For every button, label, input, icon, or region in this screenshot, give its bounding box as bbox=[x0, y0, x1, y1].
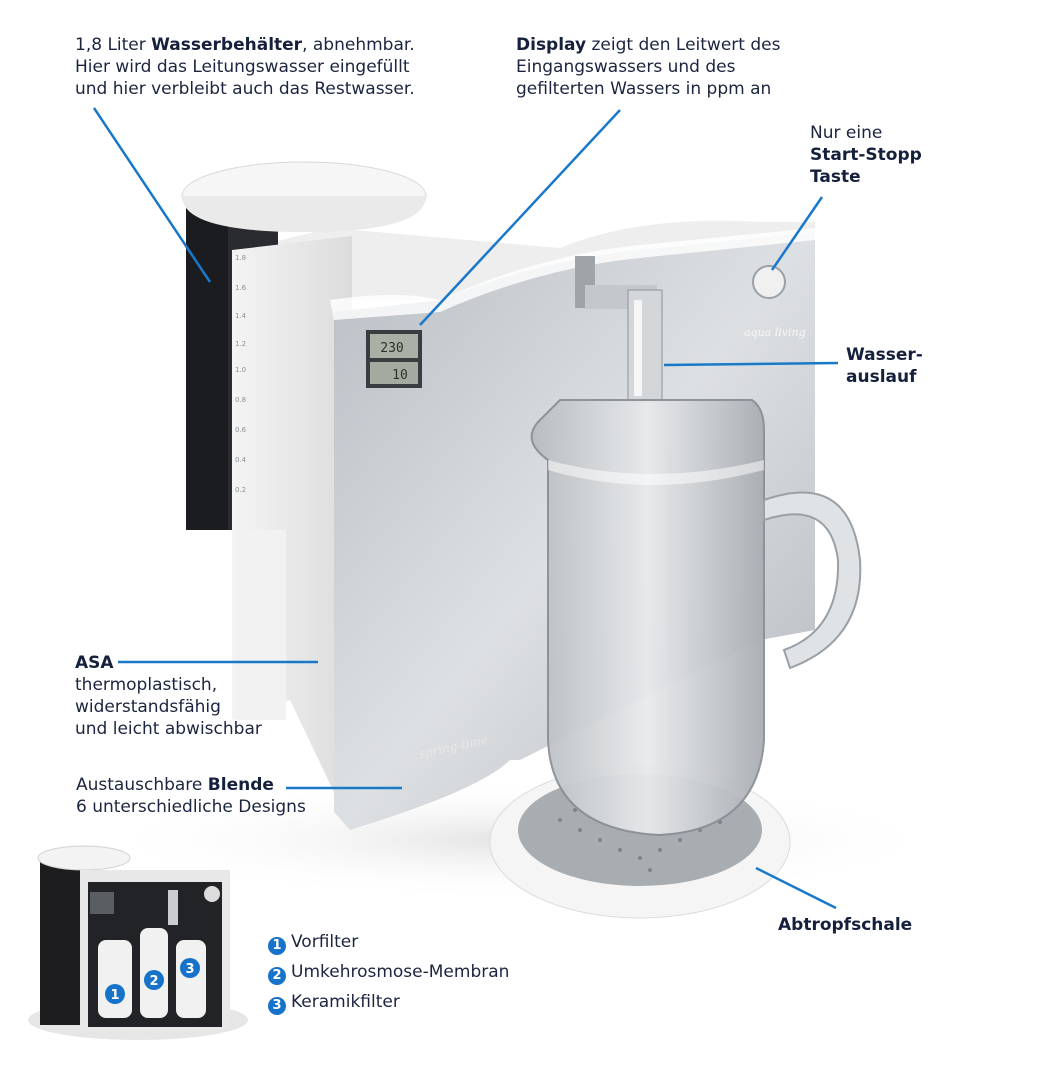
svg-text:1: 1 bbox=[110, 988, 119, 1003]
leader-display bbox=[419, 109, 621, 326]
callout-blende: Austauschbare Blende 6 unterschiedliche … bbox=[76, 775, 306, 817]
svg-text:1.6: 1.6 bbox=[235, 284, 247, 292]
callout-water-spout: Wasser- auslauf bbox=[846, 345, 923, 387]
svg-text:0.2: 0.2 bbox=[235, 486, 246, 494]
callout-asa: ASA thermoplastisch, widerstandsfähig un… bbox=[75, 653, 262, 739]
svg-text:1.2: 1.2 bbox=[235, 340, 246, 348]
start-stop-button bbox=[752, 265, 786, 299]
callout-drip-tray: Abtropfschale bbox=[778, 915, 913, 935]
callout-display: Display zeigt den Leitwert des Eingangsw… bbox=[516, 35, 781, 99]
display-bottom-value: 10 bbox=[392, 368, 408, 383]
leader-tank bbox=[92, 107, 212, 283]
svg-text:0.6: 0.6 bbox=[235, 426, 247, 434]
svg-text:1.8: 1.8 bbox=[235, 254, 246, 262]
callout-water-tank: 1,8 Liter Wasserbehälter, abnehmbar. Hie… bbox=[75, 35, 415, 99]
leader-tray bbox=[755, 866, 837, 910]
svg-text:1.0: 1.0 bbox=[235, 366, 246, 374]
display-top-value: 230 bbox=[380, 341, 403, 356]
inset-device-open: 1 2 3 bbox=[28, 845, 248, 1040]
callout-start-stop-button: Nur eine Start-Stopp Taste bbox=[810, 123, 922, 187]
svg-text:2: 2 bbox=[149, 974, 158, 989]
glass-jug bbox=[530, 399, 765, 837]
tank-scale: 1.8 1.6 1.4 1.2 1.0 0.8 0.6 0.4 0.2 bbox=[235, 254, 247, 494]
svg-text:3: 3 bbox=[185, 962, 194, 977]
brand-logo: aqua living bbox=[744, 326, 806, 339]
svg-text:1.4: 1.4 bbox=[235, 312, 247, 320]
number-badge: 1 bbox=[268, 937, 286, 955]
svg-text:0.8: 0.8 bbox=[235, 396, 246, 404]
leader-lines bbox=[92, 107, 839, 910]
number-badge: 2 bbox=[268, 967, 286, 985]
number-badge: 3 bbox=[268, 997, 286, 1015]
leader-button bbox=[770, 196, 824, 271]
svg-text:0.4: 0.4 bbox=[235, 456, 247, 464]
leader-spout bbox=[663, 361, 839, 367]
